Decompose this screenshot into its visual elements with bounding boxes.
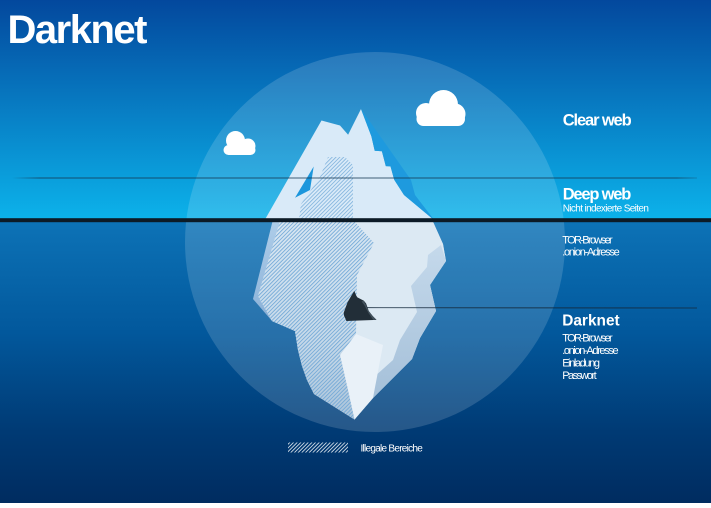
svg-text:TOR-Browser: TOR-Browser — [562, 234, 613, 246]
svg-text:Darknet: Darknet — [562, 313, 620, 330]
svg-text:Deep web: Deep web — [563, 185, 632, 203]
svg-text:.onion-Adresse: .onion-Adresse — [562, 345, 618, 357]
svg-text:Einladung: Einladung — [562, 358, 600, 370]
svg-text:Darknet: Darknet — [8, 8, 148, 52]
svg-text:Nicht indexierte Seiten: Nicht indexierte Seiten — [563, 204, 649, 215]
svg-text:Passwort: Passwort — [562, 370, 597, 382]
svg-text:.onion-Adresse: .onion-Adresse — [562, 246, 620, 258]
svg-text:Clear web: Clear web — [563, 111, 632, 129]
svg-text:Illegale Bereiche: Illegale Bereiche — [361, 444, 424, 455]
svg-text:TOR-Browser: TOR-Browser — [562, 333, 613, 345]
